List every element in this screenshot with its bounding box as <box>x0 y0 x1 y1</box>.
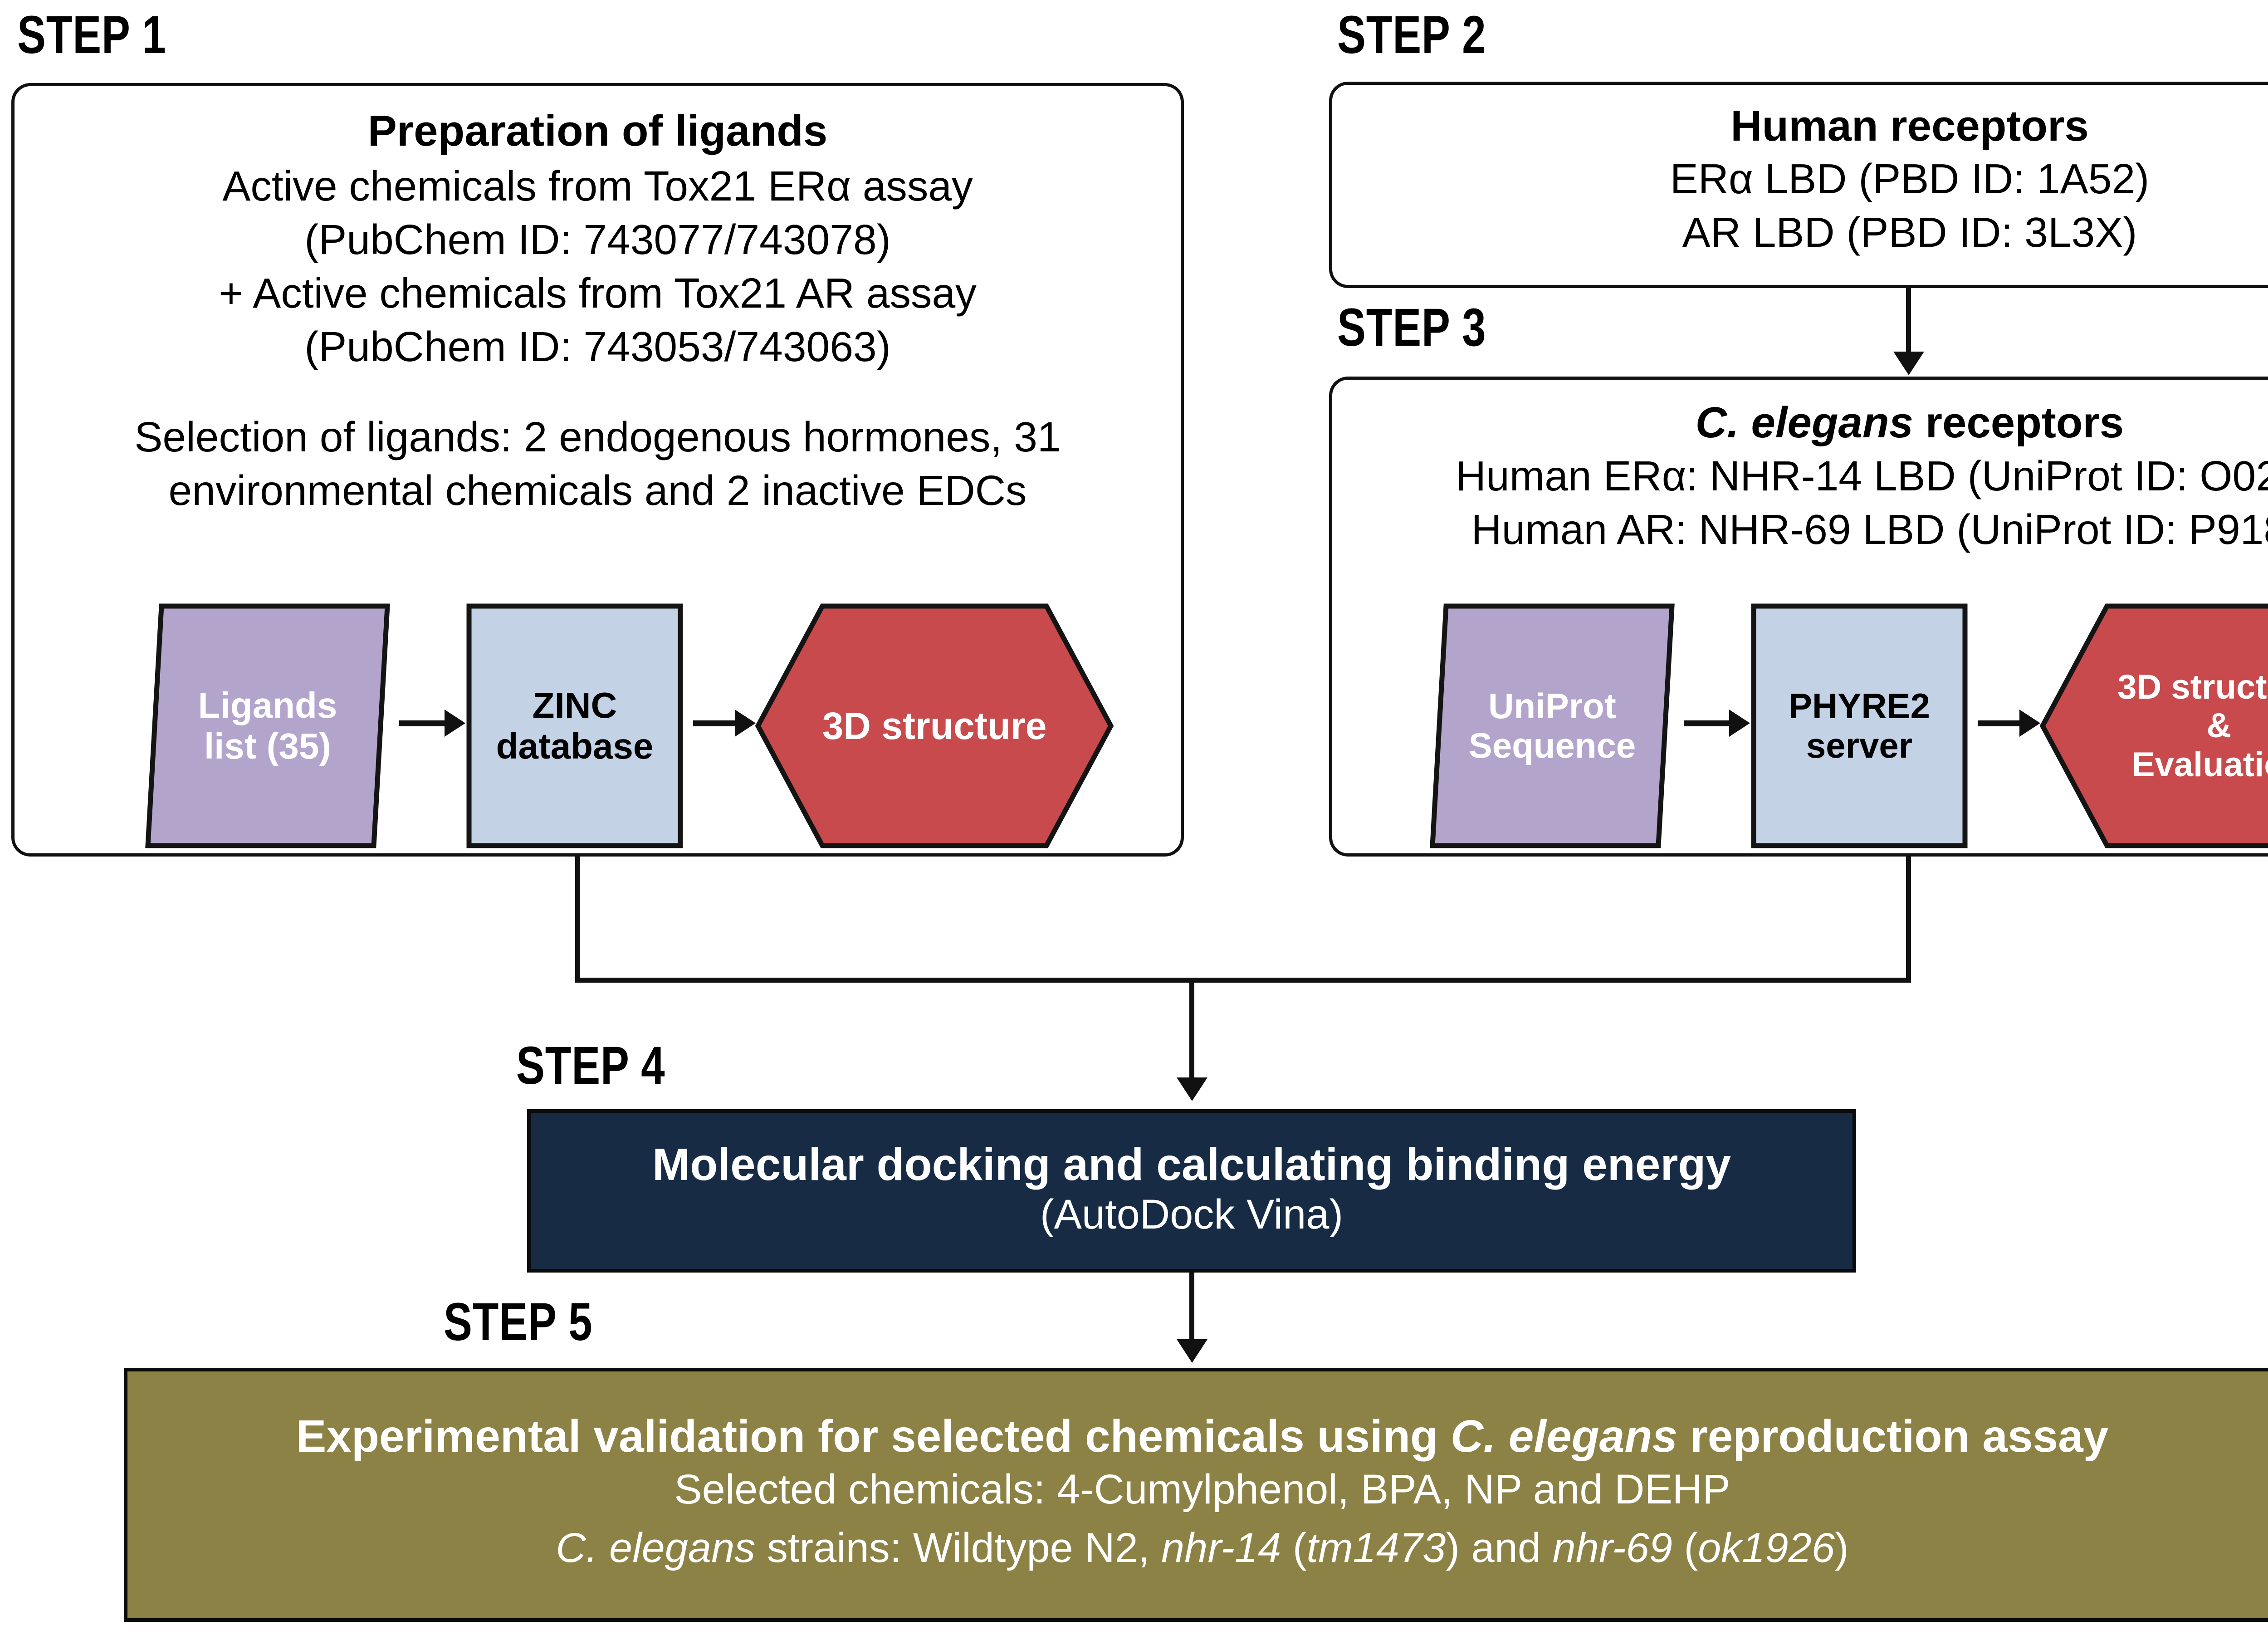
3d-structure-shape: 3D structure <box>755 603 1114 848</box>
step-4-box: Molecular docking and calculating bindin… <box>527 1109 1856 1273</box>
step-2-label: STEP 2 <box>1337 5 1486 65</box>
zinc-database-shape: ZINC database <box>466 603 683 848</box>
step-5-gene-nhr14: nhr-14 <box>1161 1524 1281 1571</box>
connector-step1-down <box>575 857 580 983</box>
step-3-line-2: Human AR: NHR-69 LBD (UniProt ID: P91829… <box>1471 506 2268 553</box>
arrow-step2-to-step3-line <box>1906 288 1911 357</box>
step-5-gene-nhr69: nhr-69 <box>1552 1524 1672 1571</box>
connector-merge-horizontal <box>575 978 1911 983</box>
step-5-strain-species: C. elegans <box>556 1524 756 1571</box>
step-1-heading: Preparation of ligands <box>367 107 828 155</box>
hexagon-icon <box>755 603 1114 848</box>
step-5-label: STEP 5 <box>444 1292 593 1352</box>
step-5-line-3: C. elegans strains: Wildtype N2, nhr-14 … <box>556 1519 1848 1577</box>
arrow-to-step4-head <box>1177 1077 1207 1101</box>
step-1-line-3: + Active chemicals from Tox21 AR assay <box>219 269 977 317</box>
step-3-heading-italic: C. elegans <box>1695 398 1913 447</box>
hexagon-icon <box>2039 603 2268 848</box>
step-4-label: STEP 4 <box>516 1036 665 1096</box>
step-1-line-2: (PubChem ID: 743077/743078) <box>304 216 891 263</box>
arrow-zinc-to-3d-line <box>693 720 740 726</box>
step-4-subtitle: (AutoDock Vina) <box>1040 1191 1344 1238</box>
step-5-strain-j: ) <box>1834 1524 1849 1571</box>
step-5-heading: Experimental validation for selected che… <box>296 1410 2109 1462</box>
connector-merge-to-step4 <box>1189 978 1194 1081</box>
step-5-strain-d: ( <box>1281 1524 1307 1571</box>
step-3-heading-rest: receptors <box>1913 398 2124 447</box>
arrow-to-step5-head <box>1177 1339 1207 1363</box>
arrow-phyre2-to-3d-head <box>2019 710 2040 737</box>
step-1-line-4: (PubChem ID: 743053/743063) <box>304 323 891 370</box>
rectangle-icon <box>1751 603 1968 848</box>
step-1-selection-line-1: Selection of ligands: 2 endogenous hormo… <box>134 413 1061 460</box>
arrow-uniprot-to-phyre2-head <box>1729 710 1750 737</box>
step-5-line-2: Selected chemicals: 4-Cumylphenol, BPA, … <box>674 1466 1730 1513</box>
step-2-line-1: ERα LBD (PBD ID: 1A52) <box>1670 155 2150 202</box>
connector-step4-to-step5 <box>1189 1273 1194 1343</box>
step-1-label: STEP 1 <box>17 5 166 65</box>
step-2-heading: Human receptors <box>1730 102 2089 150</box>
phyre2-server-shape: PHYRE2 server <box>1751 603 1968 848</box>
step-3-label: STEP 3 <box>1337 298 1486 357</box>
step-4-heading: Molecular docking and calculating bindin… <box>652 1139 1731 1190</box>
step-2-box: Human receptors ERα LBD (PBD ID: 1A52) A… <box>1329 82 2268 288</box>
parallelogram-icon <box>145 603 390 848</box>
step-5-heading-post: reproduction assay <box>1677 1410 2109 1462</box>
step-2-line-2: AR LBD (PBD ID: 3L3X) <box>1682 209 2137 256</box>
arrow-zinc-to-3d-head <box>735 710 756 737</box>
parallelogram-icon <box>1430 603 1675 848</box>
step-5-box: Experimental validation for selected che… <box>124 1368 2268 1622</box>
step-5-allele-ok1926: ok1926 <box>1698 1524 1835 1571</box>
step-3-line-1: Human ERα: NHR-14 LBD (UniProt ID: O0215… <box>1455 452 2268 499</box>
step-5-strain-f: ) and <box>1446 1524 1553 1571</box>
arrow-ligands-to-zinc-head <box>445 710 465 737</box>
step-5-allele-tm1473: tm1473 <box>1306 1524 1446 1571</box>
uniprot-sequence-shape: UniProt Sequence <box>1430 603 1675 848</box>
step-5-heading-pre: Experimental validation for selected che… <box>296 1410 1451 1462</box>
ligands-list-shape: Ligands list (35) <box>145 603 390 848</box>
step-1-selection-line-2: environmental chemicals and 2 inactive E… <box>168 467 1027 514</box>
arrow-ligands-to-zinc-line <box>399 720 450 726</box>
3d-structure-evaluation-shape: 3D structure & Evaluation <box>2039 603 2268 848</box>
step-1-line-1: Active chemicals from Tox21 ERα assay <box>222 162 973 210</box>
step-5-strain-h: ( <box>1672 1524 1698 1571</box>
rectangle-icon <box>466 603 683 848</box>
arrow-uniprot-to-phyre2-line <box>1684 720 1735 726</box>
arrow-step2-to-step3-head <box>1893 352 1924 375</box>
connector-step3-down <box>1906 857 1911 983</box>
arrow-phyre2-to-3d-line <box>1978 720 2025 726</box>
step-5-strain-b: strains: Wildtype N2, <box>755 1524 1161 1571</box>
step-3-heading: C. elegans receptors <box>1332 401 2268 445</box>
step-5-heading-italic: C. elegans <box>1450 1410 1678 1462</box>
